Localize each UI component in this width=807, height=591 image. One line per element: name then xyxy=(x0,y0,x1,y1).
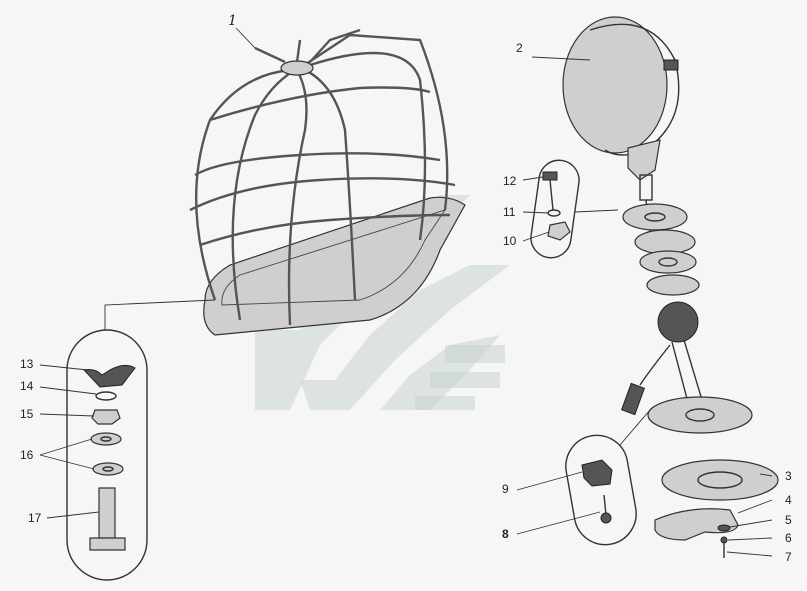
detail-capsule-10-12 xyxy=(530,159,580,259)
leader-lines xyxy=(39,27,773,557)
callout-1: 1 xyxy=(228,13,237,29)
connector-line-cage xyxy=(104,299,216,330)
callout-16: 16 xyxy=(20,448,34,462)
callout-11: 11 xyxy=(503,205,516,219)
callout-6: 6 xyxy=(785,531,792,545)
callout-2: 2 xyxy=(516,41,523,55)
callout-12: 12 xyxy=(503,174,517,188)
fastener-parts-5-7 xyxy=(717,524,731,558)
mount-assembly xyxy=(620,203,753,434)
callout-17: 17 xyxy=(28,511,42,525)
callout-8: 8 xyxy=(502,527,509,541)
callout-14: 14 xyxy=(20,379,34,393)
bracket-part-4 xyxy=(654,508,739,541)
callout-13: 13 xyxy=(20,357,34,371)
gasket-part-3 xyxy=(661,459,779,501)
callout-labels: 1 2 3 4 5 6 7 8 9 10 11 12 13 14 15 16 1… xyxy=(20,13,792,564)
detail-capsule-8-9 xyxy=(565,434,637,546)
callout-4: 4 xyxy=(785,493,792,507)
callout-5: 5 xyxy=(785,513,792,527)
connector-line-capsule-8 xyxy=(619,409,651,446)
detail-capsule-13-17 xyxy=(66,329,148,581)
headlamp-housing xyxy=(562,16,680,236)
callout-9: 9 xyxy=(502,482,509,496)
callout-15: 15 xyxy=(20,407,34,421)
callout-7: 7 xyxy=(785,550,792,564)
callout-10: 10 xyxy=(503,234,517,248)
connector-line-capsule-10 xyxy=(574,209,619,213)
callout-3: 3 xyxy=(785,469,792,483)
wire-guard-cage xyxy=(189,28,466,336)
